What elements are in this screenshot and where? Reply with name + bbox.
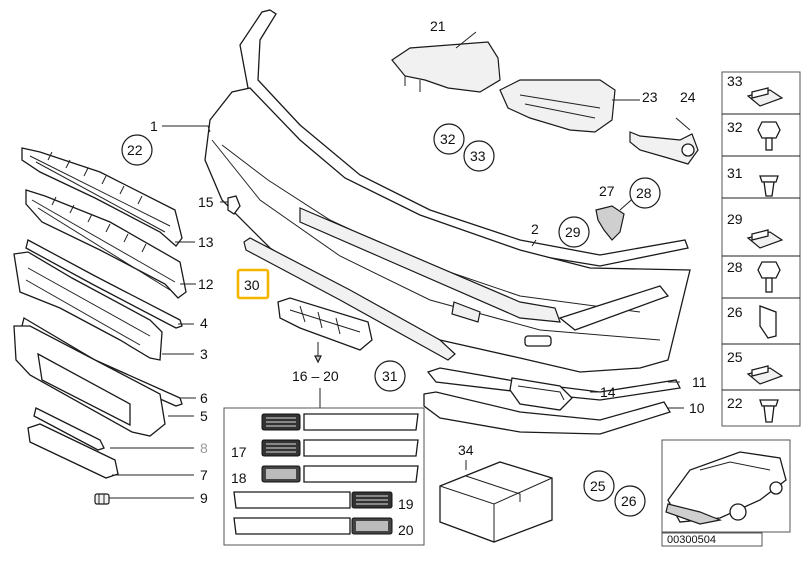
label-2: 2 xyxy=(531,221,539,237)
label-8: 8 xyxy=(200,440,208,456)
label-13: 13 xyxy=(198,234,214,250)
label-10: 10 xyxy=(689,400,705,416)
callout-32 xyxy=(433,123,465,155)
label-33: 33 xyxy=(470,148,486,164)
grille-17b-icon xyxy=(261,439,301,457)
label-12: 12 xyxy=(198,276,214,292)
side-label-25: 25 xyxy=(727,349,743,365)
grille-18-icon xyxy=(261,465,301,483)
label-5: 5 xyxy=(200,408,208,424)
label-3: 3 xyxy=(200,346,208,362)
label-29: 29 xyxy=(565,224,581,240)
side-label-33: 33 xyxy=(727,73,743,89)
side-label-22: 22 xyxy=(727,395,743,411)
callout-29 xyxy=(558,216,590,248)
screw-9 xyxy=(94,493,110,505)
box-34 xyxy=(439,460,553,543)
callout-28 xyxy=(629,177,661,209)
label-30: 30 xyxy=(244,277,260,293)
label-6: 6 xyxy=(200,390,208,406)
callout-26 xyxy=(614,485,646,517)
side-label-26: 26 xyxy=(727,304,743,320)
bracket-23 xyxy=(499,79,616,133)
plate-holder-3 xyxy=(13,251,163,361)
inner-support-21 xyxy=(391,41,501,93)
plate-5 xyxy=(13,325,166,437)
label-23: 23 xyxy=(642,89,658,105)
grille-13 xyxy=(21,147,183,247)
label-25: 25 xyxy=(590,478,606,494)
label-32: 32 xyxy=(440,131,456,147)
holder-27 xyxy=(595,205,625,241)
label-15: 15 xyxy=(198,194,214,210)
clip-8 xyxy=(33,407,105,451)
label-34: 34 xyxy=(458,442,474,458)
callout-33 xyxy=(463,140,495,172)
side-label-29: 29 xyxy=(727,211,743,227)
bumper-cover-1 xyxy=(204,87,691,373)
grille-variants-box xyxy=(223,388,425,546)
side-label-31: 31 xyxy=(727,165,743,181)
label-7: 7 xyxy=(200,467,208,483)
grille-19-icon xyxy=(351,491,393,509)
grille-20-icon xyxy=(351,517,393,535)
strip-10 xyxy=(423,391,671,435)
label-16-20: 16 – 20 xyxy=(292,368,339,384)
strip-30 xyxy=(243,237,456,361)
label-19: 19 xyxy=(398,496,414,512)
label-24: 24 xyxy=(680,89,696,105)
label-22: 22 xyxy=(127,142,143,158)
cap-14 xyxy=(509,377,573,411)
label-26: 26 xyxy=(621,493,637,509)
callout-25 xyxy=(583,470,615,502)
strip-11 xyxy=(426,367,681,401)
label-27: 27 xyxy=(599,183,615,199)
plate-7 xyxy=(27,423,119,479)
label-11: 11 xyxy=(692,374,707,390)
car-thumbnail xyxy=(661,439,791,547)
label-20: 20 xyxy=(398,522,414,538)
label-18: 18 xyxy=(231,470,247,486)
diagram-code: 00300504 xyxy=(667,534,716,546)
label-28: 28 xyxy=(636,185,652,201)
callout-31 xyxy=(374,360,406,392)
label-14: 14 xyxy=(600,384,616,400)
label-17: 17 xyxy=(231,444,247,460)
label-21: 21 xyxy=(430,18,446,34)
label-31: 31 xyxy=(382,368,398,384)
highlight-box-30 xyxy=(236,268,270,300)
callout-22 xyxy=(121,134,153,166)
bracket-24 xyxy=(629,131,699,165)
label-1: 1 xyxy=(150,118,158,134)
fastener-column xyxy=(721,71,801,427)
label-9: 9 xyxy=(200,490,208,506)
side-label-28: 28 xyxy=(727,259,743,275)
side-label-32: 32 xyxy=(727,119,743,135)
strip-4 xyxy=(25,239,183,329)
grille-17-icon xyxy=(261,413,301,431)
label-4: 4 xyxy=(200,315,208,331)
insert-31 xyxy=(277,297,373,364)
grille-12 xyxy=(25,189,187,299)
cap-15 xyxy=(227,195,241,215)
